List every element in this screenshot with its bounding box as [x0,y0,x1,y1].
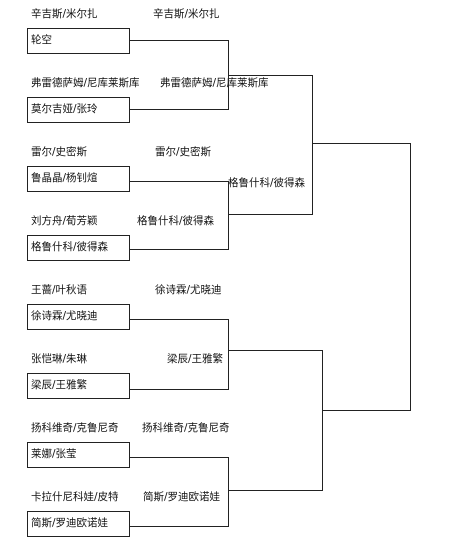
round1-match6-box [27,373,130,399]
connector-line [228,75,312,76]
connector-line [228,319,229,390]
round2-entry5: 徐诗霖/尤晓迪 [155,284,222,296]
connector-line [410,143,411,411]
round1-match7-top: 扬科维奇/克鲁尼奇 [31,422,119,434]
connector-line [130,526,228,527]
connector-line [312,143,410,144]
round2-entry3: 雷尔/史密斯 [155,146,212,158]
round1-match6-bottom: 梁辰/王雅繁 [31,379,88,391]
round1-match8-bottom: 简斯/罗迪欧诺娃 [31,517,109,529]
round1-match1-box [27,28,130,54]
connector-line [130,389,228,390]
round2-entry6: 梁辰/王雅繁 [167,353,224,365]
round1-match8-top: 卡拉什尼科娃/皮特 [31,491,119,503]
round1-match3-top: 雷尔/史密斯 [31,146,88,158]
round1-match1-bottom: 轮空 [31,34,52,46]
connector-line [130,457,228,458]
round1-match7-bottom: 莱娜/张莹 [31,448,77,460]
connector-line [228,214,312,215]
round1-match5-bottom: 徐诗霖/尤晓迪 [31,310,98,322]
connector-line [228,181,229,250]
connector-line [228,457,229,527]
round1-match1-top: 辛吉斯/米尔扎 [31,8,98,20]
round1-match4-top: 刘方舟/荀芳颖 [31,215,98,227]
round2-entry4: 格鲁什科/彼得森 [137,215,215,227]
round1-match6-top: 张恺琳/朱琳 [31,353,88,365]
round1-match2-top: 弗雷德萨姆/尼库莱斯库 [31,77,140,89]
connector-line [130,249,228,250]
round1-match2-box [27,97,130,123]
round1-match3-box [27,166,130,192]
connector-line [130,109,228,110]
connector-line [312,75,313,215]
round1-match8-box [27,511,130,537]
round2-entry2: 弗雷德萨姆/尼库莱斯库 [160,77,269,89]
round2-entry1: 辛吉斯/米尔扎 [153,8,220,20]
connector-line [130,40,228,41]
connector-line [228,490,322,491]
round1-match5-box [27,304,130,330]
round1-match4-bottom: 格鲁什科/彼得森 [31,241,109,253]
connector-line [228,350,322,351]
round1-match5-top: 王蔷/叶秋语 [31,284,88,296]
round3-entry1: 格鲁什科/彼得森 [228,177,306,189]
connector-line [322,410,410,411]
round2-entry7: 扬科维奇/克鲁尼奇 [142,422,230,434]
connector-line [130,319,228,320]
round1-match3-bottom: 鲁晶晶/杨钊煊 [31,172,98,184]
round2-entry8: 简斯/罗迪欧诺娃 [143,491,221,503]
round1-match4-box [27,235,130,261]
round1-match7-box [27,442,130,468]
connector-line [130,181,228,182]
round1-match2-bottom: 莫尔吉娅/张玲 [31,103,98,115]
connector-line [322,350,323,491]
